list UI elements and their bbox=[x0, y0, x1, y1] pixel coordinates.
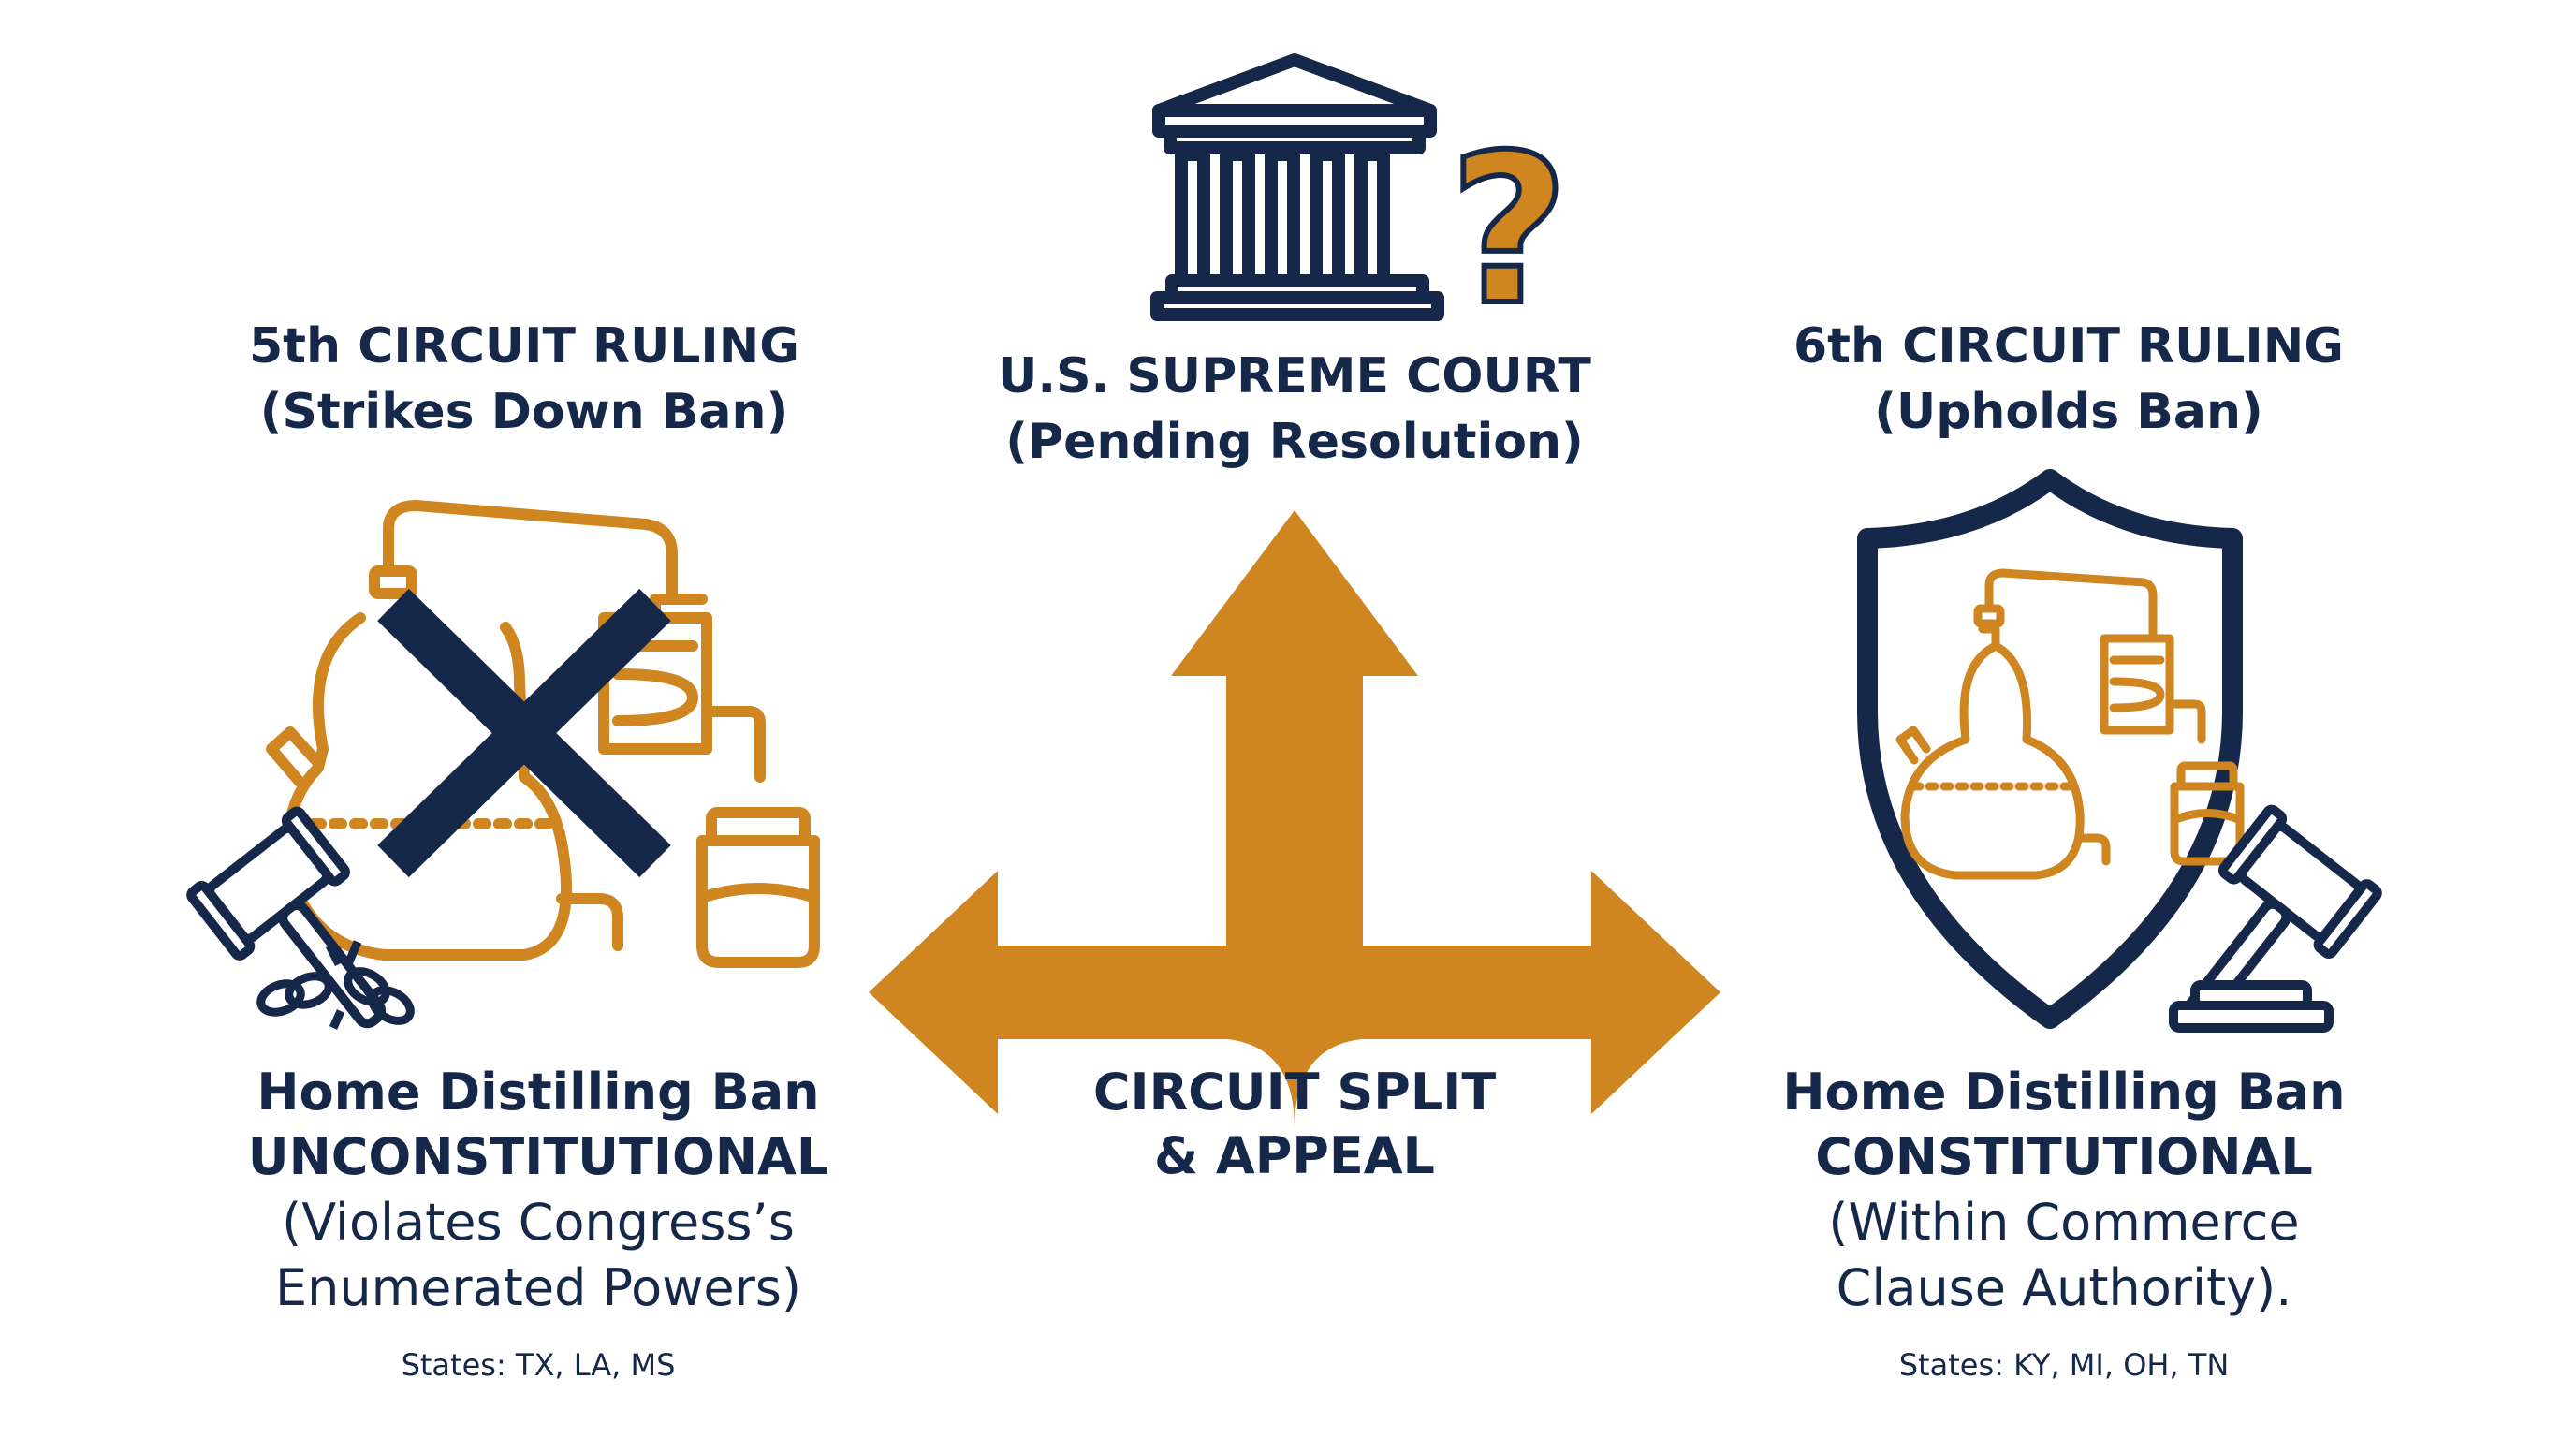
supreme-court-subtitle: (Pending Resolution) bbox=[1005, 414, 1584, 470]
left-states: States: TX, LA, MS bbox=[401, 1347, 676, 1383]
left-holding-line2: UNCONSTITUTIONAL bbox=[247, 1127, 829, 1186]
broken-chain-icon bbox=[256, 940, 415, 1030]
right-holding-line2: CONSTITUTIONAL bbox=[1815, 1127, 2313, 1186]
three-way-arrow-icon bbox=[869, 510, 1720, 1128]
svg-text:?: ? bbox=[1449, 110, 1569, 350]
left-circuit-subtitle: (Strikes Down Ban) bbox=[259, 384, 789, 440]
courthouse-icon bbox=[1150, 53, 1444, 321]
left-reason-line1: (Violates Congress’s bbox=[282, 1193, 795, 1252]
right-states: States: KY, MI, OH, TN bbox=[1898, 1347, 2230, 1383]
right-reason-line2: Clause Authority). bbox=[1836, 1258, 2292, 1317]
center-label-line2: & APPEAL bbox=[1154, 1126, 1435, 1185]
gavel-icon bbox=[2169, 804, 2382, 1033]
right-circuit-subtitle: (Upholds Ban) bbox=[1874, 384, 2263, 440]
right-circuit-title: 6th CIRCUIT RULING bbox=[1793, 318, 2344, 374]
still-icon bbox=[266, 500, 766, 961]
right-reason-line1: (Within Commerce bbox=[1828, 1193, 2300, 1252]
left-circuit-title: 5th CIRCUIT RULING bbox=[249, 318, 799, 374]
supreme-court-title: U.S. SUPREME COURT bbox=[998, 348, 1591, 404]
cross-x-icon bbox=[377, 588, 671, 878]
left-holding-line1: Home Distilling Ban bbox=[256, 1063, 820, 1122]
gavel-icon bbox=[186, 806, 387, 1029]
jar-icon bbox=[696, 807, 820, 968]
question-mark-icon: ? bbox=[1446, 108, 1572, 353]
right-holding-line1: Home Distilling Ban bbox=[1782, 1063, 2346, 1122]
left-reason-line2: Enumerated Powers) bbox=[275, 1258, 801, 1317]
still-icon bbox=[1895, 568, 2206, 880]
center-label-line1: CIRCUIT SPLIT bbox=[1092, 1063, 1497, 1122]
